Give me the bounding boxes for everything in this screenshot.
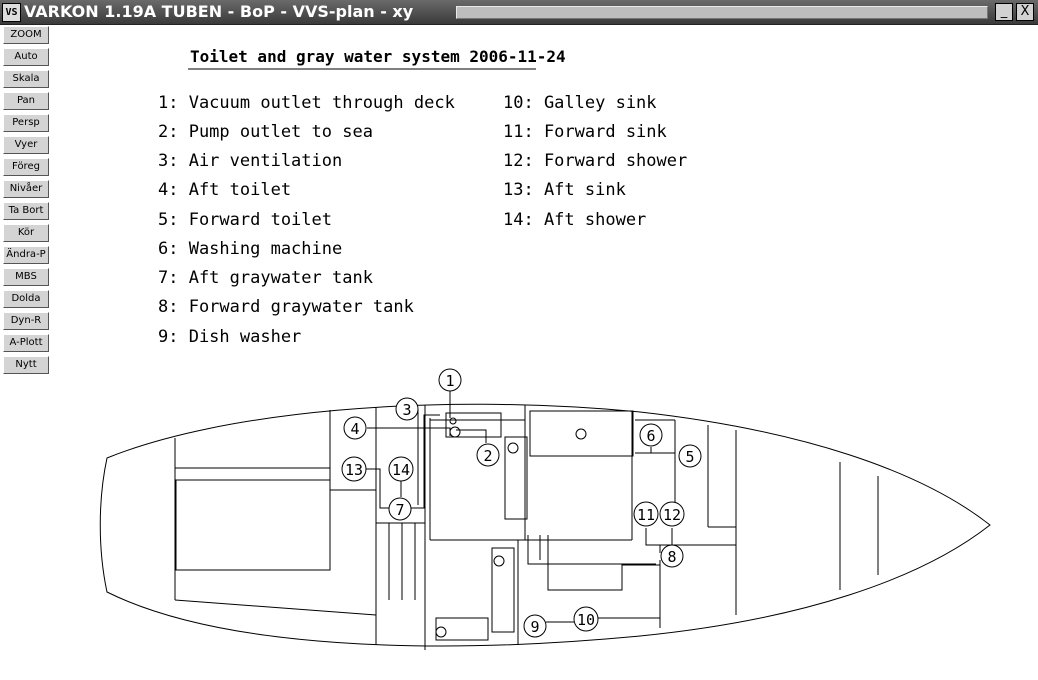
legend-item: 7: Aft graywater tank xyxy=(158,268,373,288)
vyer-button[interactable]: Vyer xyxy=(3,136,49,154)
nivaer-button[interactable]: Nivåer xyxy=(3,180,49,198)
app-icon[interactable]: VS xyxy=(2,3,21,22)
svg-text:9: 9 xyxy=(530,618,539,636)
callout-7: 7 xyxy=(388,497,412,521)
foreg-button[interactable]: Föreg xyxy=(3,158,49,176)
callout-10: 10 xyxy=(573,606,599,632)
svg-text:6: 6 xyxy=(646,427,655,445)
legend-right: 10: Galley sink 11: Forward sink 12: For… xyxy=(503,93,687,230)
legend-item: 4: Aft toilet xyxy=(158,180,291,200)
callout-8: 8 xyxy=(660,544,684,568)
legend-item: 12: Forward shower xyxy=(503,151,687,171)
window-titlebar[interactable]: VS VARKON 1.19A TUBEN - BoP - VVS-plan -… xyxy=(0,0,1038,25)
svg-text:5: 5 xyxy=(685,448,694,466)
skala-button[interactable]: Skala xyxy=(3,70,49,88)
boat-hull-plan xyxy=(99,403,991,650)
pan-button[interactable]: Pan xyxy=(3,92,49,110)
andra-p-button[interactable]: Ändra-P xyxy=(3,246,49,264)
callouts: 1 2 3 4 5 6 7 8 9 10 11 12 13 14 xyxy=(341,368,702,638)
svg-text:4: 4 xyxy=(350,420,359,438)
dyn-r-button[interactable]: Dyn-R xyxy=(3,312,49,330)
svg-text:11: 11 xyxy=(637,506,655,524)
kor-button[interactable]: Kör xyxy=(3,224,49,242)
callout-6: 6 xyxy=(639,423,663,447)
close-button[interactable]: X xyxy=(1016,3,1034,21)
zoom-button[interactable]: ZOOM xyxy=(3,26,49,44)
mbs-button[interactable]: MBS xyxy=(3,268,49,286)
callout-11: 11 xyxy=(633,501,659,527)
callout-2: 2 xyxy=(476,443,500,467)
dolda-button[interactable]: Dolda xyxy=(3,290,49,308)
drawing-heading: Toilet and gray water system 2006-11-24 xyxy=(190,47,566,66)
svg-text:7: 7 xyxy=(395,501,404,519)
legend-item: 6: Washing machine xyxy=(158,239,342,259)
callout-9: 9 xyxy=(523,614,547,638)
legend-item: 11: Forward sink xyxy=(503,122,667,142)
window-title: VARKON 1.19A TUBEN - BoP - VVS-plan - xy xyxy=(24,2,414,21)
svg-text:12: 12 xyxy=(663,506,681,524)
minimize-button[interactable]: _ xyxy=(995,3,1013,21)
drawing-canvas[interactable]: Toilet and gray water system 2006-11-24 … xyxy=(56,25,1038,680)
legend-item: 13: Aft sink xyxy=(503,180,626,200)
legend-item: 2: Pump outlet to sea xyxy=(158,122,373,142)
svg-text:2: 2 xyxy=(483,447,492,465)
svg-text:10: 10 xyxy=(577,611,595,629)
svg-text:1: 1 xyxy=(445,372,454,390)
callout-5: 5 xyxy=(678,444,702,468)
titlebar-drag-area[interactable] xyxy=(456,6,988,19)
callout-13: 13 xyxy=(341,456,367,482)
svg-text:13: 13 xyxy=(345,461,363,479)
a-plott-button[interactable]: A-Plott xyxy=(3,334,49,352)
callout-3: 3 xyxy=(395,397,419,421)
legend-item: 8: Forward graywater tank xyxy=(158,297,414,317)
auto-button[interactable]: Auto xyxy=(3,48,49,66)
command-toolbar: ZOOM Auto Skala Pan Persp Vyer Föreg Niv… xyxy=(3,26,51,378)
legend-item: 5: Forward toilet xyxy=(158,210,332,230)
nytt-button[interactable]: Nytt xyxy=(3,356,49,374)
svg-text:8: 8 xyxy=(667,548,676,566)
piping-lines xyxy=(366,391,690,623)
svg-text:14: 14 xyxy=(392,461,410,479)
callout-1: 1 xyxy=(438,368,462,392)
callout-4: 4 xyxy=(343,416,367,440)
callout-14: 14 xyxy=(388,456,414,482)
persp-button[interactable]: Persp xyxy=(3,114,49,132)
legend-left: 1: Vacuum outlet through deck 2: Pump ou… xyxy=(158,93,455,347)
fixture-drains xyxy=(435,417,587,638)
callout-12: 12 xyxy=(659,501,685,527)
legend-item: 14: Aft shower xyxy=(503,210,646,230)
ta-bort-button[interactable]: Ta Bort xyxy=(3,202,49,220)
legend-item: 3: Air ventilation xyxy=(158,151,342,171)
legend-item: 9: Dish washer xyxy=(158,327,301,347)
legend-item: 10: Galley sink xyxy=(503,93,657,113)
svg-text:3: 3 xyxy=(402,401,411,419)
legend-item: 1: Vacuum outlet through deck xyxy=(158,93,455,113)
